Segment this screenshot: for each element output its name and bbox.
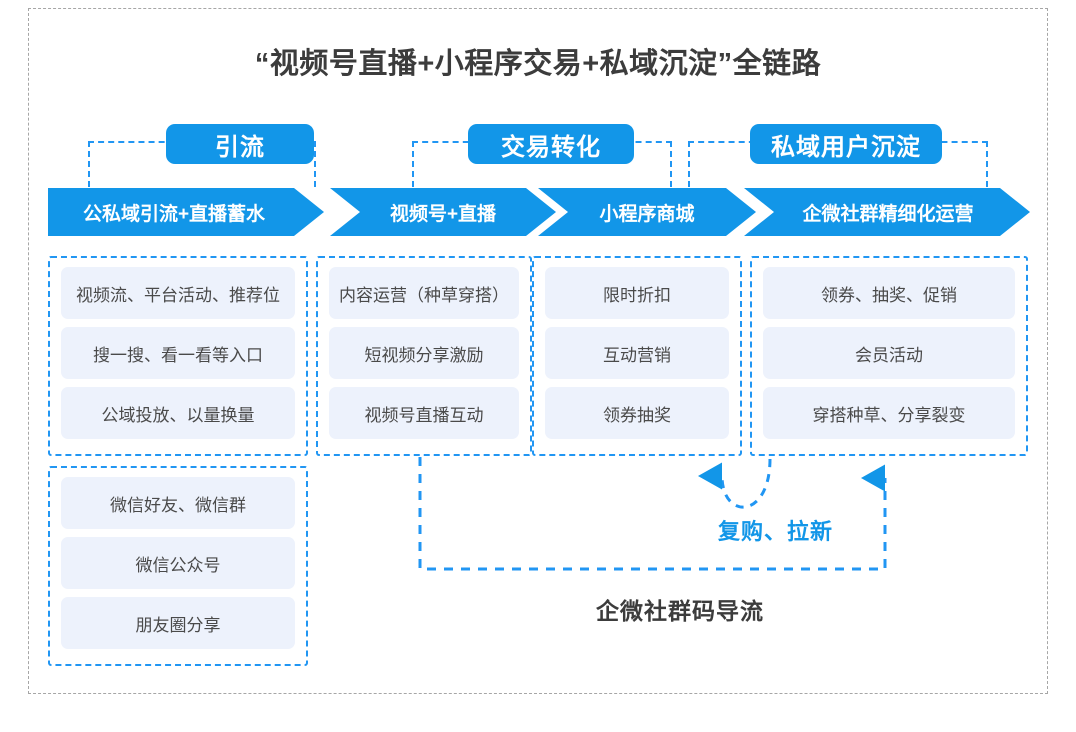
list-item[interactable]: 内容运营（种草穿搭） [329, 267, 519, 319]
stage-label-private-domain[interactable]: 私域用户沉淀 [750, 124, 942, 164]
list-item[interactable]: 领券抽奖 [545, 387, 729, 439]
list-item[interactable]: 朋友圈分享 [61, 597, 295, 649]
flow-step-0[interactable]: 公私域引流+直播蓄水 [48, 188, 324, 236]
list-item[interactable]: 搜一搜、看一看等入口 [61, 327, 295, 379]
flow-step-2[interactable]: 小程序商城 [538, 188, 756, 236]
stage-label-conversion[interactable]: 交易转化 [468, 124, 634, 164]
list-item[interactable]: 穿搭种草、分享裂变 [763, 387, 1015, 439]
list-item[interactable]: 领券、抽奖、促销 [763, 267, 1015, 319]
flow-step-0-label: 公私域引流+直播蓄水 [82, 203, 266, 225]
group-box-mall-promo: 限时折扣 互动营销 领券抽奖 [532, 256, 742, 456]
flow-step-3-label: 企微社群精细化运营 [802, 203, 974, 225]
flow-step-1[interactable]: 视频号+直播 [330, 188, 556, 236]
group-box-public-traffic: 视频流、平台活动、推荐位 搜一搜、看一看等入口 公域投放、以量换量 [48, 256, 308, 456]
flow-chevron-row: 公私域引流+直播蓄水 视频号+直播 小程序商城 企微社群精细化运营 [0, 188, 1076, 236]
group-box-community-ops: 领券、抽奖、促销 会员活动 穿搭种草、分享裂变 [750, 256, 1028, 456]
flow-step-2-label: 小程序商城 [599, 203, 695, 225]
group-box-content-ops: 内容运营（种草穿搭） 短视频分享激励 视频号直播互动 [316, 256, 532, 456]
list-item[interactable]: 微信好友、微信群 [61, 477, 295, 529]
list-item[interactable]: 公域投放、以量换量 [61, 387, 295, 439]
list-item[interactable]: 微信公众号 [61, 537, 295, 589]
group-box-private-traffic: 微信好友、微信群 微信公众号 朋友圈分享 [48, 466, 308, 666]
stage-label-drainage[interactable]: 引流 [166, 124, 314, 164]
list-item[interactable]: 视频流、平台活动、推荐位 [61, 267, 295, 319]
list-item[interactable]: 会员活动 [763, 327, 1015, 379]
flow-step-3[interactable]: 企微社群精细化运营 [744, 188, 1030, 236]
community-code-routing-path [418, 457, 887, 571]
list-item[interactable]: 视频号直播互动 [329, 387, 519, 439]
list-item[interactable]: 短视频分享激励 [329, 327, 519, 379]
list-item[interactable]: 限时折扣 [545, 267, 729, 319]
list-item[interactable]: 互动营销 [545, 327, 729, 379]
community-code-label: 企微社群码导流 [596, 598, 764, 624]
repurchase-loop-arrow [698, 458, 772, 509]
repurchase-label: 复购、拉新 [718, 519, 834, 544]
page-title: “视频号直播+小程序交易+私域沉淀”全链路 [254, 48, 822, 80]
flow-step-1-label: 视频号+直播 [389, 203, 497, 225]
